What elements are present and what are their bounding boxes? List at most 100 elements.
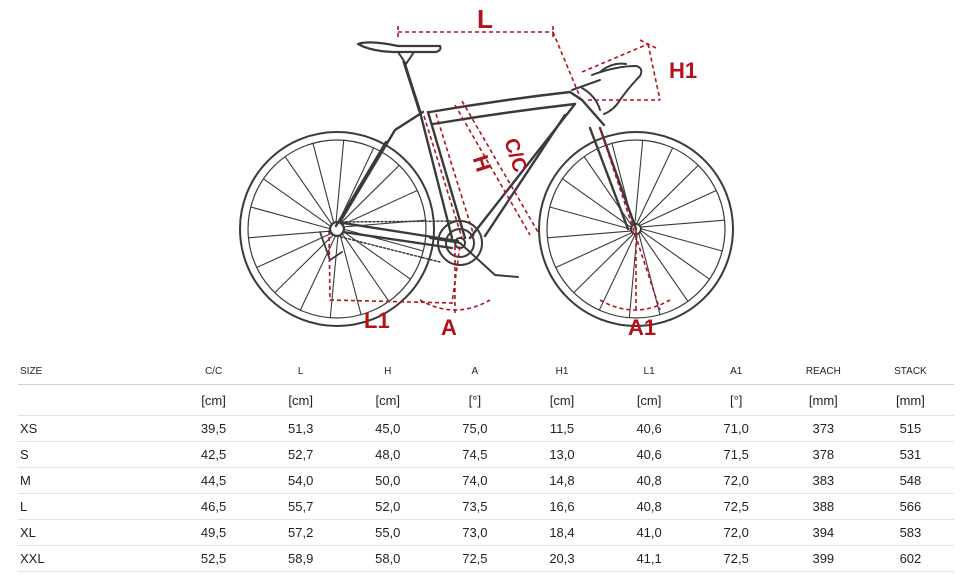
value-cell: 394 — [779, 519, 867, 546]
value-cell: 72,0 — [692, 519, 780, 546]
value-cell: 41,0 — [605, 519, 693, 546]
value-cell: 72,5 — [431, 545, 519, 572]
label-L: L — [477, 4, 493, 34]
spoke — [641, 219, 726, 228]
bike-geometry-diagram: L H1 H C/C L1 A A1 — [239, 4, 734, 340]
crankset — [429, 220, 519, 278]
spoke — [549, 206, 631, 230]
table-row: XXL 52,5 58,9 58,0 72,5 20,3 41,1 72,5 3… — [18, 545, 954, 572]
spoke — [561, 178, 631, 228]
spoke — [312, 142, 335, 225]
header-size: SIZE — [18, 358, 170, 385]
value-cell: 52,5 — [170, 545, 258, 572]
value-cell: 71,5 — [692, 441, 780, 468]
label-L1: L1 — [364, 308, 390, 333]
header-a: A — [431, 358, 519, 385]
label-H: H — [468, 152, 497, 175]
value-cell: 72,5 — [692, 545, 780, 572]
rear-wheel — [239, 131, 435, 327]
spoke — [342, 230, 412, 280]
spoke — [573, 233, 634, 294]
spoke — [636, 147, 674, 224]
spoke — [641, 230, 711, 280]
geometry-table: SIZE C/C L H A H1 L1 A1 REACH STACK [cm]… — [18, 358, 954, 572]
spoke — [640, 232, 689, 302]
value-cell: 583 — [866, 519, 954, 546]
unit-cell: [mm] — [779, 384, 867, 416]
spoke — [329, 234, 339, 319]
table-row: M 44,5 54,0 50,0 74,0 14,8 40,8 72,0 383… — [18, 467, 954, 494]
value-cell: 44,5 — [170, 467, 258, 494]
value-cell: 16,6 — [518, 493, 606, 520]
value-cell: 39,5 — [170, 415, 258, 442]
measure-L1 — [328, 229, 461, 304]
unit-cell: [cm] — [257, 384, 345, 416]
header-a1: A1 — [692, 358, 780, 385]
table-header-row: SIZE C/C L H A H1 L1 A1 REACH STACK — [18, 358, 954, 385]
header-reach: REACH — [779, 358, 867, 385]
spoke — [628, 234, 638, 319]
unit-cell — [18, 384, 170, 416]
value-cell: 42,5 — [170, 441, 258, 468]
value-cell: 373 — [779, 415, 867, 442]
value-cell: 52,7 — [257, 441, 345, 468]
size-cell: S — [18, 441, 170, 468]
value-cell: 20,3 — [518, 545, 606, 572]
spoke — [555, 232, 632, 269]
value-cell: 40,8 — [605, 493, 693, 520]
label-H1: H1 — [669, 58, 697, 83]
unit-cell: [mm] — [866, 384, 954, 416]
size-cell: XL — [18, 519, 170, 546]
spoke — [342, 228, 424, 252]
value-cell: 54,0 — [257, 467, 345, 494]
header-l: L — [257, 358, 345, 385]
value-cell: 52,0 — [344, 493, 432, 520]
measure-A — [419, 246, 491, 315]
measure-H — [423, 113, 475, 239]
header-h: H — [344, 358, 432, 385]
spoke — [335, 139, 345, 224]
value-cell: 40,8 — [605, 467, 693, 494]
value-cell: 515 — [866, 415, 954, 442]
header-l1: L1 — [605, 358, 693, 385]
spoke — [256, 232, 333, 269]
spoke — [546, 230, 631, 239]
label-A: A — [441, 315, 457, 340]
value-cell: 74,0 — [431, 467, 519, 494]
spoke — [638, 164, 699, 225]
value-cell: 388 — [779, 493, 867, 520]
label-A1: A1 — [628, 315, 656, 340]
size-cell: M — [18, 467, 170, 494]
value-cell: 73,5 — [431, 493, 519, 520]
spoke — [341, 189, 418, 226]
value-cell: 51,3 — [257, 415, 345, 442]
front-wheel — [538, 131, 734, 327]
value-cell: 383 — [779, 467, 867, 494]
value-cell: 531 — [866, 441, 954, 468]
spoke — [598, 234, 636, 311]
value-cell: 13,0 — [518, 441, 606, 468]
unit-cell: [°] — [692, 384, 780, 416]
value-cell: 71,0 — [692, 415, 780, 442]
measurement-overlay — [328, 26, 671, 315]
spoke — [341, 232, 390, 302]
value-cell: 74,5 — [431, 441, 519, 468]
value-cell: 399 — [779, 545, 867, 572]
units-row: [cm] [cm] [cm] [°] [cm] [cm] [°] [mm] [m… — [18, 384, 954, 416]
frame-tubes — [334, 90, 638, 250]
measure-A1 — [599, 127, 671, 312]
header-h1: H1 — [518, 358, 606, 385]
value-cell: 58,9 — [257, 545, 345, 572]
value-cell: 55,0 — [344, 519, 432, 546]
value-cell: 72,0 — [692, 467, 780, 494]
spoke — [284, 156, 333, 226]
spoke — [339, 233, 362, 316]
spoke — [247, 230, 332, 239]
value-cell: 75,0 — [431, 415, 519, 442]
value-cell: 548 — [866, 467, 954, 494]
table-row: XL 49,5 57,2 55,0 73,0 18,4 41,0 72,0 39… — [18, 519, 954, 546]
value-cell: 48,0 — [344, 441, 432, 468]
value-cell: 72,5 — [692, 493, 780, 520]
spoke — [640, 189, 717, 226]
measure-H1 — [581, 39, 661, 101]
